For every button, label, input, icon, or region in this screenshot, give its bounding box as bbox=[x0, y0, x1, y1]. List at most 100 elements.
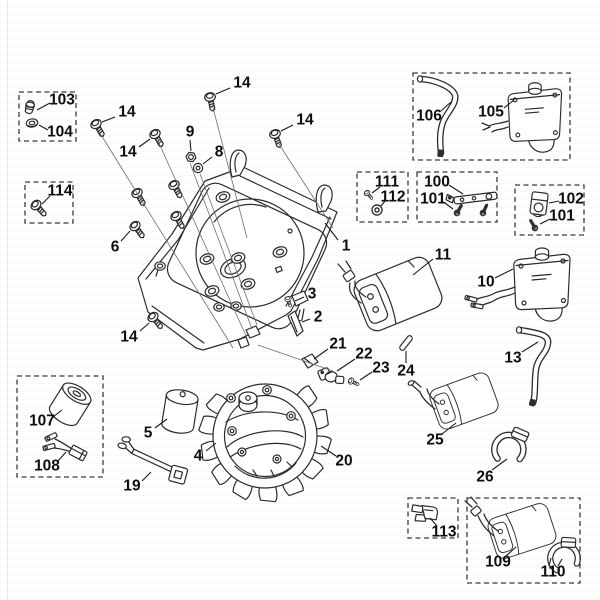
leader-line-26 bbox=[491, 458, 508, 471]
part-number-14: 14 bbox=[233, 75, 251, 92]
part-10-solenoid bbox=[464, 247, 571, 322]
part-number-107: 107 bbox=[29, 413, 55, 430]
part-number-6: 6 bbox=[111, 239, 120, 256]
box-102-101 bbox=[514, 184, 585, 236]
leader-line-109 bbox=[505, 546, 517, 557]
part-114-screw bbox=[28, 197, 51, 220]
leader-line-6 bbox=[120, 230, 131, 242]
assembly-guide-line bbox=[211, 103, 248, 239]
assembly-guide-line bbox=[189, 162, 253, 330]
part-number-103: 103 bbox=[49, 92, 75, 109]
part-number-10: 10 bbox=[477, 274, 494, 291]
box-109-110 bbox=[466, 497, 581, 584]
leader-line-14 bbox=[101, 116, 116, 123]
leader-line-14 bbox=[280, 124, 294, 132]
part-number-110: 110 bbox=[540, 564, 565, 581]
box-114 bbox=[24, 181, 74, 224]
leader-line-106 bbox=[440, 101, 452, 112]
part-number-5: 5 bbox=[144, 425, 153, 442]
part-number-14: 14 bbox=[296, 112, 314, 129]
part-13-tube bbox=[515, 326, 552, 407]
part-22-valve bbox=[317, 367, 345, 385]
part-number-111: 111 bbox=[375, 174, 400, 191]
part-113-clip bbox=[411, 504, 439, 522]
part-number-22: 22 bbox=[355, 346, 372, 363]
part-number-1: 1 bbox=[342, 238, 351, 255]
part-112-washer bbox=[371, 204, 383, 216]
leader-line-113 bbox=[429, 517, 438, 527]
leader-line-110 bbox=[557, 558, 563, 567]
part-number-21: 21 bbox=[329, 336, 347, 353]
box-113 bbox=[407, 497, 459, 539]
part-number-108: 108 bbox=[34, 458, 60, 475]
part-11-module bbox=[337, 253, 446, 335]
leader-line-14 bbox=[215, 87, 231, 95]
part-number-11: 11 bbox=[435, 247, 452, 264]
part-number-100: 100 bbox=[424, 174, 450, 191]
leader-line-10 bbox=[494, 268, 514, 279]
part-108-wire-connector bbox=[42, 432, 88, 462]
part-6-screw bbox=[127, 218, 149, 242]
part-9-nut bbox=[184, 151, 198, 163]
assembly-guide-line bbox=[199, 173, 258, 326]
part-number-104: 104 bbox=[47, 124, 73, 141]
leader-line-23 bbox=[359, 371, 373, 381]
leader-line-19 bbox=[141, 471, 152, 482]
leader-line-104 bbox=[38, 124, 49, 131]
part-25-module bbox=[407, 370, 501, 432]
box-100-101 bbox=[416, 171, 498, 223]
part-number-3: 3 bbox=[308, 286, 317, 303]
part-number-105: 105 bbox=[478, 104, 504, 121]
part-number-13: 13 bbox=[504, 350, 522, 367]
part-101-screw bbox=[452, 202, 466, 218]
box-106-105 bbox=[412, 72, 571, 161]
part-number-8: 8 bbox=[215, 144, 224, 161]
part-number-20: 20 bbox=[335, 453, 352, 470]
page-edge-line bbox=[7, 0, 8, 600]
leader-line-100 bbox=[448, 184, 464, 195]
part-number-112: 112 bbox=[380, 189, 405, 206]
leader-line-101 bbox=[539, 218, 551, 225]
part-number-14: 14 bbox=[119, 144, 137, 161]
leader-line-9 bbox=[189, 139, 192, 152]
leader-line-3 bbox=[294, 296, 305, 302]
part-105-solenoid bbox=[481, 82, 563, 153]
leader-line-8 bbox=[202, 156, 213, 165]
part-number-14: 14 bbox=[120, 329, 138, 346]
part-number-109: 109 bbox=[485, 554, 511, 571]
part-100-bracket bbox=[445, 191, 498, 205]
part-number-25: 25 bbox=[426, 432, 444, 449]
box-107-108 bbox=[16, 375, 104, 478]
leader-line-112 bbox=[380, 200, 386, 207]
leader-line-14 bbox=[138, 138, 151, 148]
part-101-screw bbox=[478, 202, 491, 218]
leader-line-110 bbox=[548, 557, 552, 567]
part-106-tube bbox=[416, 75, 459, 158]
part-number-26: 26 bbox=[476, 469, 494, 486]
part-number-101: 101 bbox=[420, 191, 446, 208]
leader-line-1 bbox=[324, 222, 339, 241]
assembly-guide-line bbox=[276, 140, 334, 229]
leader-line-20 bbox=[320, 445, 337, 457]
part-26-clamp bbox=[491, 426, 530, 463]
part-number-23: 23 bbox=[372, 360, 390, 377]
part-number-113: 113 bbox=[431, 524, 456, 541]
leader-line-21 bbox=[313, 348, 329, 360]
leader-line-14 bbox=[139, 322, 150, 332]
part-1-housing bbox=[137, 149, 338, 351]
part-number-14: 14 bbox=[118, 104, 136, 121]
box-111-112 bbox=[356, 171, 409, 223]
leader-line-2 bbox=[301, 318, 311, 323]
part-19-tool bbox=[117, 436, 189, 485]
part-number-19: 19 bbox=[123, 478, 141, 495]
leader-line-102 bbox=[548, 200, 560, 204]
part-110-clamp bbox=[547, 536, 581, 574]
part-111-screw bbox=[362, 188, 376, 202]
part-104-grommet bbox=[25, 118, 39, 128]
part-103-plug bbox=[24, 100, 36, 115]
part-number-4: 4 bbox=[194, 448, 203, 465]
leader-line-13 bbox=[521, 341, 539, 353]
part-number-114: 114 bbox=[47, 183, 72, 200]
